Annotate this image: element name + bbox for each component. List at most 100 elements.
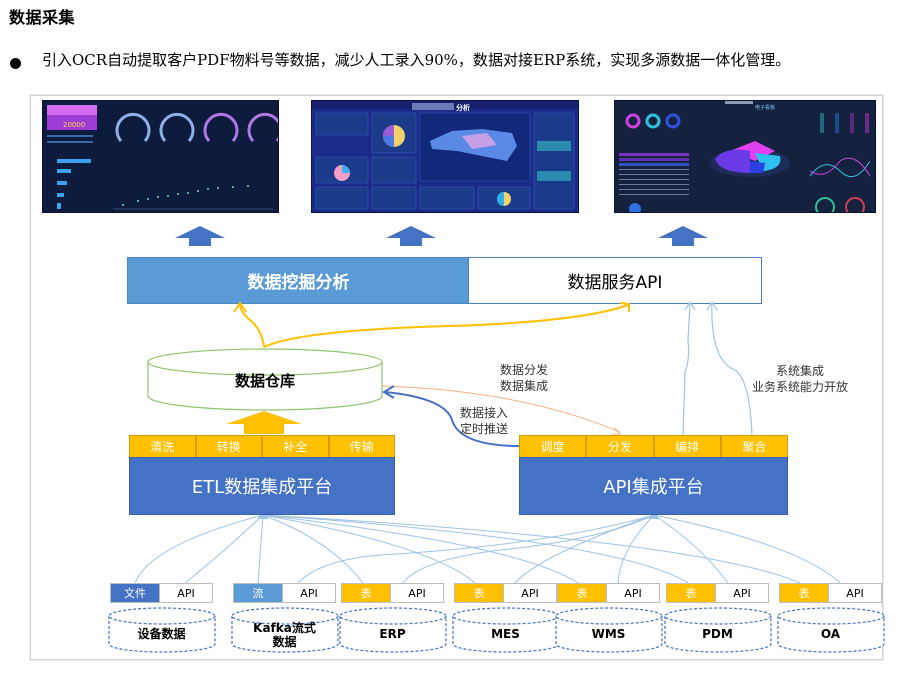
page-heading: 数据采集 — [9, 8, 76, 27]
distribute-annotation: 数据分发 数据集成 — [500, 362, 548, 394]
dashboard-thumbnail-regional: 分析 — [311, 100, 579, 213]
data-warehouse-label: 数据仓库 — [234, 372, 295, 390]
warehouse-to-mining-arrow — [239, 303, 265, 348]
production-dashboard-graphic: 20000 — [47, 105, 278, 210]
dashboard-thumbnail-production: 20000 — [42, 100, 279, 213]
warehouse-to-api-service-arrow — [263, 304, 629, 348]
data-source-label: 设备数据 — [110, 627, 213, 641]
dashboard-thumbnail-product: 电子看板 — [614, 100, 876, 213]
data-service-api-block: 数据服务API — [468, 257, 762, 304]
api-function-tabs: 调度 分发 编排 聚合 — [519, 435, 788, 457]
source-type-tag: 文件 — [111, 584, 159, 602]
data-source-label: Kafka流式数据 — [233, 621, 336, 649]
ingest-annotation: 数据接入 定时推送 — [460, 405, 508, 437]
data-source-label: WMS — [557, 627, 660, 641]
data-source-label-line: Kafka流式 — [253, 621, 316, 635]
data-source-label-line: WMS — [591, 627, 626, 641]
data-source-label-line: 设备数据 — [137, 627, 186, 641]
data-source-label-line: OA — [820, 627, 841, 641]
etl-tab-clean: 清洗 — [129, 435, 196, 457]
source-api-tag: API — [828, 584, 881, 602]
source-type-tag: 流 — [234, 584, 282, 602]
dashboard-title: 电子看板 — [755, 104, 775, 111]
etl-to-warehouse-arrow — [226, 411, 302, 434]
etl-tab-transform: 转换 — [195, 435, 262, 457]
data-source-label-line: 数据 — [272, 635, 297, 649]
etl-function-tabs: 清洗 转换 补全 传输 — [129, 435, 395, 457]
counter-text: 20000 — [63, 121, 85, 129]
api-tab-distribute: 分发 — [586, 435, 654, 457]
bullet-text: 引入OCR自动提取客户PDF物料号等数据，减少人工录入90%，数据对接ERP系统… — [42, 51, 791, 69]
database-cylinder-icon — [452, 607, 560, 653]
annotation-line: 数据接入 — [460, 406, 509, 420]
api-tab-schedule: 调度 — [519, 435, 587, 457]
database-cylinder-icon — [108, 607, 216, 653]
annotation-line: 数据分发 — [500, 363, 549, 377]
source-type-tag: 表 — [667, 584, 715, 602]
source-type-tag: 表 — [342, 584, 390, 602]
system-integration-arrow — [682, 302, 691, 437]
data-warehouse-cylinder — [147, 348, 383, 411]
etl-tab-complete: 补全 — [262, 435, 329, 457]
source-api-tag: API — [503, 584, 556, 602]
source-type-tag: 表 — [455, 584, 503, 602]
data-source-label-line: ERP — [379, 627, 406, 641]
source-type-tag: 表 — [780, 584, 828, 602]
api-tab-orchestrate: 编排 — [653, 435, 721, 457]
etl-platform-label: ETL数据集成平台 — [129, 457, 395, 515]
capability-open-arrow — [711, 302, 753, 437]
product-dashboard-graphic: 电子看板 — [619, 101, 871, 212]
data-source-label: MES — [454, 627, 557, 641]
etl-platform: 清洗 转换 补全 传输 ETL数据集成平台 — [129, 435, 395, 515]
data-source-label: OA — [779, 627, 882, 641]
annotation-line: 业务系统能力开放 — [752, 380, 849, 394]
api-platform: 调度 分发 编排 聚合 API集成平台 — [519, 435, 788, 515]
annotation-line: 系统集成 — [776, 364, 825, 378]
up-arrow-icon — [175, 226, 225, 246]
database-cylinder-icon — [231, 607, 339, 653]
source-api-tag: API — [282, 584, 335, 602]
annotation-line: 定时推送 — [460, 422, 509, 436]
system-annotation: 系统集成 业务系统能力开放 — [752, 363, 848, 395]
data-source-label-line: PDM — [702, 627, 733, 641]
source-api-tag: API — [159, 584, 212, 602]
up-arrow-icon — [658, 226, 708, 246]
data-source-label: PDM — [666, 627, 769, 641]
source-api-tag: API — [715, 584, 768, 602]
source-link-lines — [134, 514, 841, 584]
dashboard-title: 分析 — [456, 103, 470, 112]
database-cylinder-icon — [555, 607, 663, 653]
data-mining-analysis-block: 数据挖掘分析 — [127, 257, 470, 304]
distribute-arrow — [379, 385, 621, 433]
etl-tab-transfer: 传输 — [328, 435, 395, 457]
data-source-label-line: MES — [491, 627, 520, 641]
regional-dashboard-graphic: 分析 — [312, 101, 578, 210]
source-api-tag: API — [390, 584, 443, 602]
up-arrow-icon — [386, 226, 436, 246]
database-cylinder-icon — [777, 607, 885, 653]
source-api-tag: API — [606, 584, 659, 602]
database-cylinder-icon — [339, 607, 447, 653]
ingest-arrow — [384, 391, 521, 447]
source-type-tag: 表 — [558, 584, 606, 602]
api-tab-aggregate: 聚合 — [720, 435, 788, 457]
annotation-line: 数据集成 — [500, 379, 549, 393]
database-cylinder-icon — [664, 607, 772, 653]
data-source-label: ERP — [341, 627, 444, 641]
bullet-icon — [10, 58, 21, 69]
